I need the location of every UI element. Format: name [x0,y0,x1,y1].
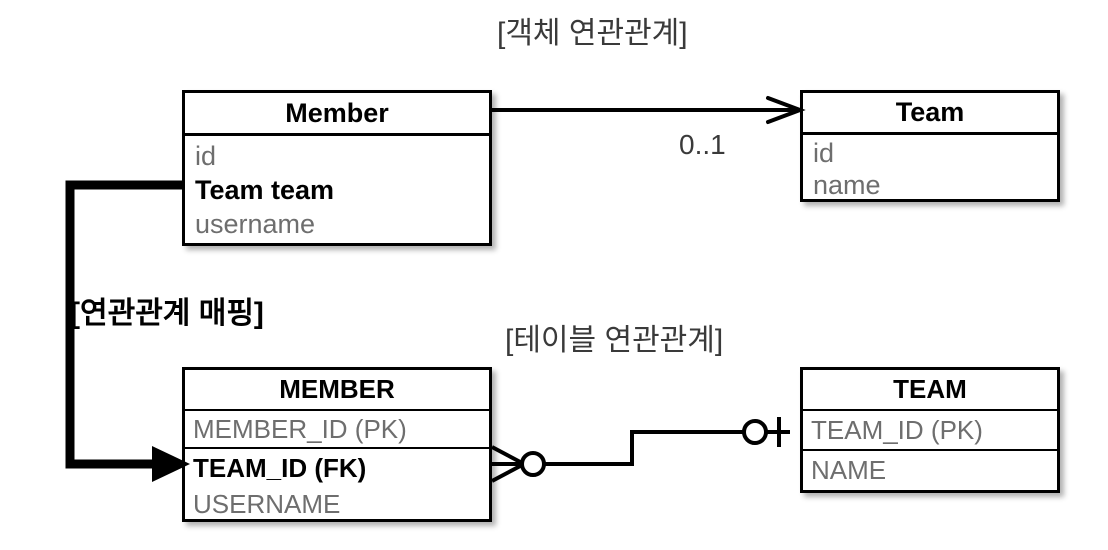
relationship-line [532,430,790,466]
table-columns-team: NAME [803,451,1057,490]
class-box-member: Member id Team team username [182,90,492,246]
attribute-member-team: Team team [195,174,335,205]
column-member-team-id: TEAM_ID (FK) [193,453,367,483]
column-team-team-id: TEAM_ID (PK) [811,415,983,445]
caption-association-mapping: [연관관계 매핑] [70,297,264,330]
class-attributes-member: id Team team username [185,136,489,243]
attribute-member-id: id [195,140,217,171]
cardinality-zero-circle-team-icon [742,419,768,445]
table-box-member: MEMBER MEMBER_ID (PK) TEAM_ID (FK) USERN… [182,367,492,522]
attribute-member-username: username [195,208,316,239]
table-columns-member: TEAM_ID (FK) USERNAME [185,449,489,522]
attribute-team-id: id [813,137,835,168]
association-member-to-team [492,96,806,124]
table-box-team: TEAM TEAM_ID (PK) NAME [800,367,1060,493]
attribute-team-name: name [813,169,881,200]
crowsfoot-many-icon [491,445,525,483]
class-attributes-team: id name [803,135,1057,199]
class-name-member: Member [185,93,489,136]
mapping-arrow [65,180,190,482]
class-name-team: Team [803,93,1057,135]
column-member-username: USERNAME [193,489,341,519]
caption-object-association: [객체 연관관계] [497,17,688,50]
table-name-member: MEMBER [185,370,489,411]
class-box-team: Team id name [800,90,1060,202]
caption-table-association: [테이블 연관관계] [505,324,724,357]
multiplicity-label: 0..1 [679,129,726,160]
open-arrowhead-icon [766,96,806,124]
table-name-team: TEAM [803,370,1057,411]
column-member-member-id: MEMBER_ID (PK) [193,414,407,444]
column-team-name: NAME [811,455,887,485]
table-keys-member: MEMBER_ID (PK) [185,411,489,449]
cardinality-zero-circle-member-icon [520,451,546,477]
table-keys-team: TEAM_ID (PK) [803,411,1057,451]
relationship-member-to-team [491,417,790,483]
